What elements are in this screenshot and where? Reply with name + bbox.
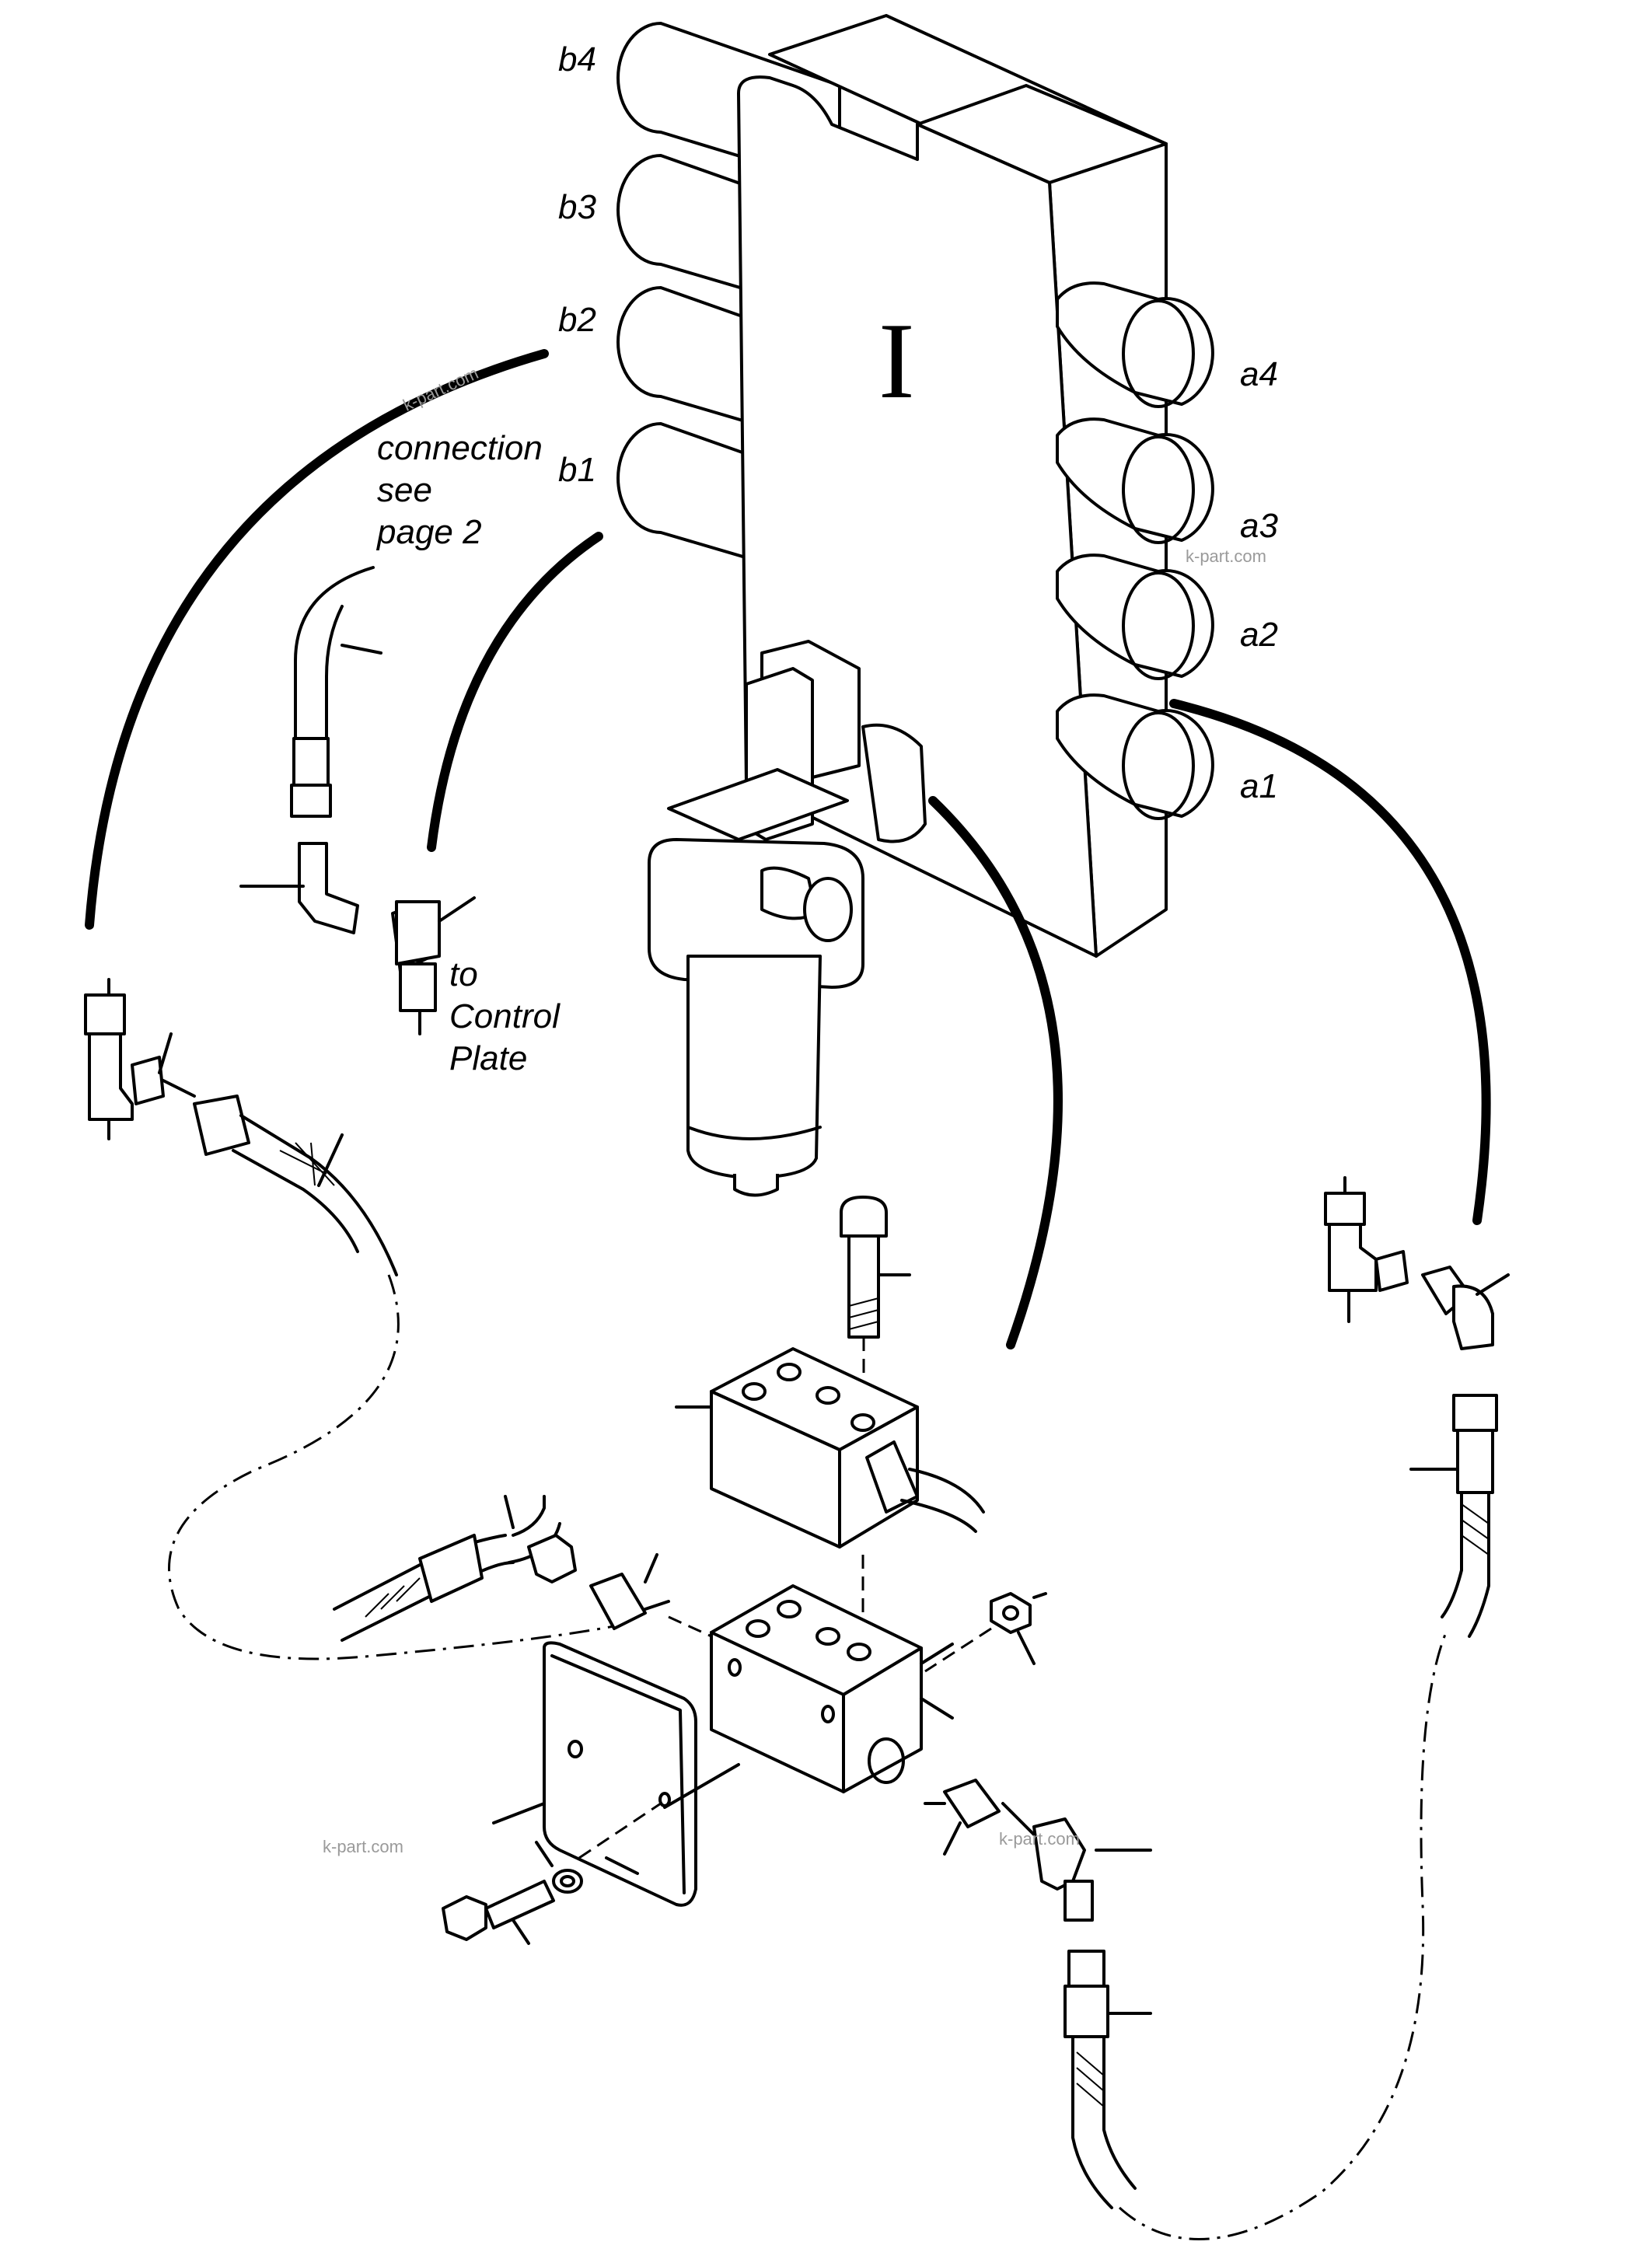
connection-note-line-3: page 2	[377, 513, 482, 551]
watermark-3: k-part.com	[323, 1837, 403, 1856]
main-hoses	[85, 349, 1491, 1349]
left-fittings	[84, 978, 623, 1660]
upper-left-fittings	[239, 566, 476, 1035]
port-label-a1: a1	[1240, 767, 1278, 805]
a-ports-knobs	[1056, 281, 1214, 820]
connection-note-line-1: connection	[377, 429, 543, 467]
port-label-b1: b1	[558, 451, 596, 489]
right-fittings	[1324, 1176, 1510, 1638]
control-plate-note: to Control Plate	[449, 954, 560, 1080]
control-plate-note-line-1: to	[449, 955, 478, 993]
lower-right-fittings	[924, 1632, 1448, 2240]
block-label: I	[878, 301, 915, 421]
center-left-hose	[333, 1495, 712, 1642]
watermark-2: k-part.com	[1186, 546, 1266, 566]
central-blocks	[675, 1196, 1047, 1793]
connection-note-line-2: see	[377, 471, 432, 509]
port-label-a3: a3	[1240, 507, 1278, 545]
control-plate-note-line-3: Plate	[449, 1039, 528, 1077]
port-label-a4: a4	[1240, 355, 1278, 393]
connection-note: connection see page 2	[377, 428, 543, 553]
watermark-4: k-part.com	[999, 1829, 1080, 1849]
port-label-b2: b2	[558, 301, 596, 339]
port-label-a2: a2	[1240, 616, 1278, 654]
mounting-plate	[442, 1641, 740, 1945]
port-label-b4: b4	[558, 40, 596, 79]
port-label-b3: b3	[558, 188, 596, 226]
control-plate-note-line-2: Control	[449, 997, 560, 1035]
filter-assembly	[648, 640, 927, 1197]
